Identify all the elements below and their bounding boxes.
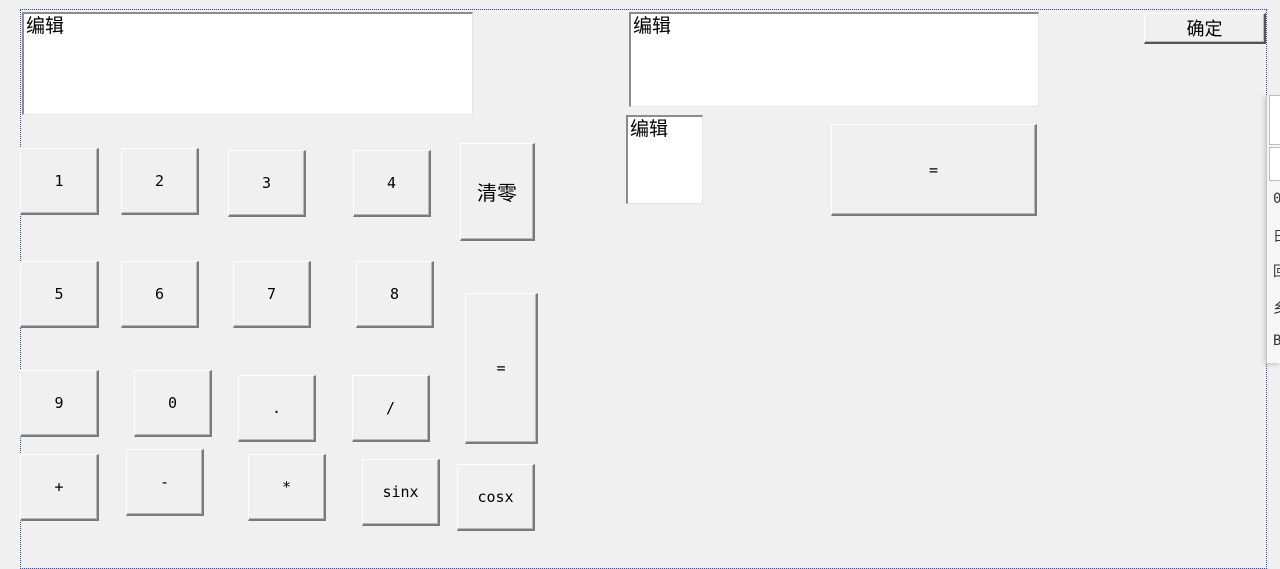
- edit-box-small[interactable]: 编辑: [626, 115, 703, 204]
- digit-6-button[interactable]: 6: [121, 261, 199, 328]
- toolbox-item-icon[interactable]: 日: [1273, 226, 1280, 246]
- digit-5-button[interactable]: 5: [20, 261, 99, 328]
- toolbox-panel: 0 日 回 乡 B: [1266, 95, 1280, 363]
- equals-button[interactable]: =: [465, 293, 538, 444]
- equals-button-top[interactable]: =: [831, 124, 1037, 216]
- digit-3-button[interactable]: 3: [228, 150, 306, 217]
- toolbox-field-small[interactable]: [1269, 147, 1280, 181]
- toolbox-item-icon[interactable]: B: [1273, 333, 1280, 349]
- digit-9-button[interactable]: 9: [20, 370, 99, 437]
- toolbox-field[interactable]: [1269, 95, 1280, 145]
- clear-button[interactable]: 清零: [460, 143, 535, 241]
- plus-button[interactable]: +: [20, 454, 99, 521]
- digit-2-button[interactable]: 2: [121, 148, 199, 215]
- digit-8-button[interactable]: 8: [356, 261, 434, 328]
- digit-7-button[interactable]: 7: [233, 261, 311, 328]
- divide-button[interactable]: /: [352, 375, 430, 442]
- digit-4-button[interactable]: 4: [353, 150, 431, 217]
- digit-0-button[interactable]: 0: [134, 370, 212, 437]
- edit-box-top-left[interactable]: 编辑: [22, 12, 473, 115]
- minus-button[interactable]: -: [126, 449, 204, 516]
- multiply-button[interactable]: *: [248, 454, 326, 521]
- toolbox-item-icon[interactable]: 乡: [1273, 298, 1280, 318]
- cosx-button[interactable]: cosx: [457, 464, 535, 531]
- ok-button[interactable]: 确定: [1144, 13, 1266, 44]
- digit-1-button[interactable]: 1: [20, 148, 99, 215]
- edit-box-top-right[interactable]: 编辑: [629, 12, 1039, 107]
- toolbox-item-icon[interactable]: 回: [1273, 261, 1280, 281]
- sinx-button[interactable]: sinx: [362, 459, 440, 526]
- decimal-point-button[interactable]: .: [238, 375, 316, 442]
- toolbox-item-icon[interactable]: 0: [1273, 191, 1280, 207]
